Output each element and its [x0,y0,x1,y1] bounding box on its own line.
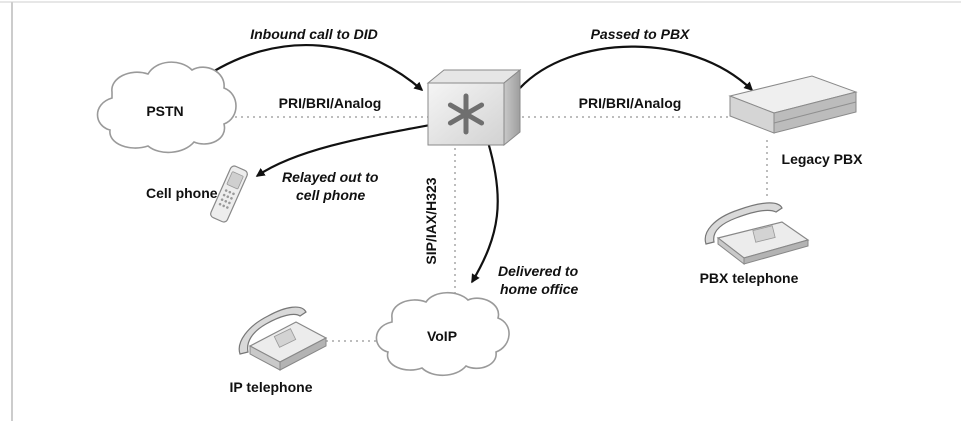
voip-label: VoIP [427,328,457,344]
legacy-pbx-device [728,75,858,134]
relayed-label-line1: Relayed out to [282,169,379,185]
relayed-label-line2: cell phone [296,187,365,203]
asterisk-icon [447,93,485,135]
pbx-telephone-icon [704,202,810,266]
voip-cloud: VoIP [375,291,510,377]
ip-telephone-label: IP telephone [230,379,313,395]
ip-telephone-icon [238,306,328,371]
voip-link-label: SIP/IAX/H323 [423,177,439,264]
pstn-cloud: PSTN [96,61,237,154]
relayed-to-cell-arrow [255,123,431,177]
legacy-pbx-label: Legacy PBX [782,151,864,167]
inbound-call-label: Inbound call to DID [250,26,378,42]
cell-phone-icon [210,165,248,223]
passed-to-pbx-arrow [519,45,754,92]
delivered-home-arrow [471,141,499,284]
delivered-label-line2: home office [500,281,579,297]
cell-phone-label: Cell phone [146,185,218,201]
pstn-label: PSTN [146,103,183,119]
inbound-call-arrow [199,44,424,91]
passed-to-pbx-label: Passed to PBX [591,26,691,42]
pbx-link-label: PRI/BRI/Analog [579,95,682,111]
delivered-label-line1: Delivered to [498,263,579,279]
pbx-telephone-label: PBX telephone [700,270,799,286]
pstn-link-label: PRI/BRI/Analog [279,95,382,111]
asterisk-switch [426,68,522,147]
